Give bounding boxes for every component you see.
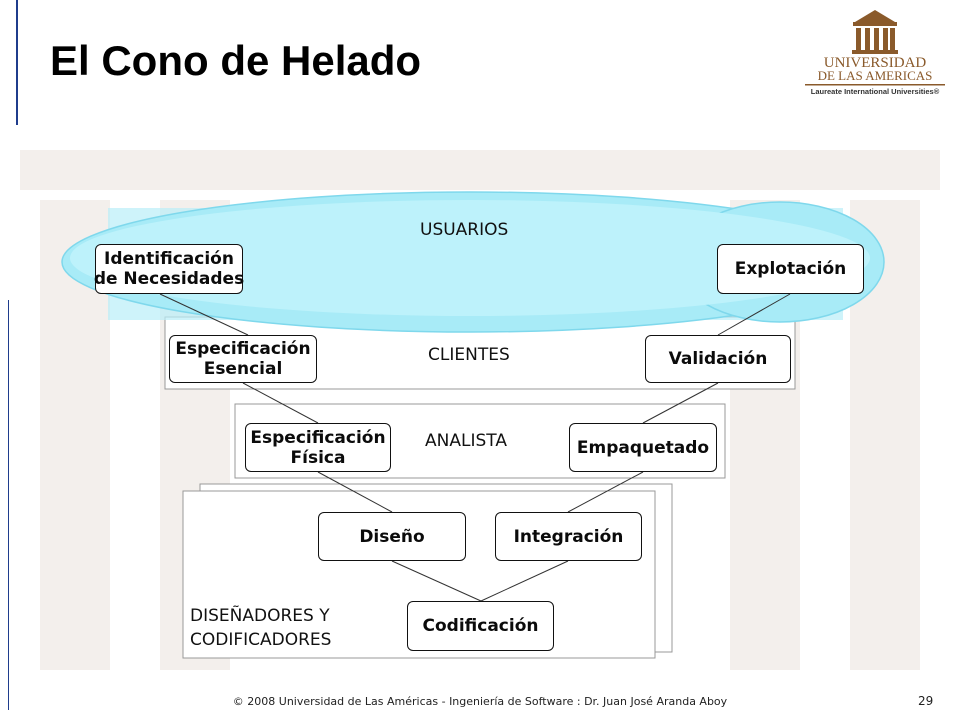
svg-text:Laureate International Univers: Laureate International Universities® — [811, 87, 940, 96]
node-esp-fisica-line1: Especificación — [250, 427, 386, 448]
connector-identificacion-esencial — [159, 293, 249, 336]
node-especificacion-fisica: Especificación Física — [245, 423, 391, 472]
connector-empaquetado-integracion — [567, 471, 644, 513]
node-integracion-label: Integración — [513, 526, 624, 547]
node-identificacion-necesidades: Identificación de Necesidades — [93, 244, 245, 294]
level-label-analista: ANALISTA — [425, 431, 507, 451]
connector-integracion-codificacion — [480, 560, 569, 602]
connector-fisica-diseno — [317, 471, 393, 513]
slide-footer: © 2008 Universidad de Las Américas - Ing… — [232, 695, 728, 708]
connector-explotacion-validacion — [717, 293, 791, 336]
connector-esencial-fisica — [242, 382, 319, 424]
node-esp-esencial-line2: Esencial — [203, 359, 283, 379]
level-label-disenadores: DISEÑADORES Y CODIFICADORES — [190, 604, 331, 652]
node-diseno-label: Diseño — [359, 526, 425, 547]
building-icon — [852, 10, 898, 54]
level-label-usuarios: USUARIOS — [420, 220, 509, 240]
node-empaquetado: Empaquetado — [569, 423, 717, 472]
node-validacion-label: Validación — [668, 349, 768, 369]
node-especificacion-esencial: Especificación Esencial — [169, 335, 317, 383]
left-accent-line — [16, 0, 18, 125]
level-label-disenadores-line2: CODIFICADORES — [190, 630, 332, 650]
node-integracion: Integración — [495, 512, 642, 561]
connector-validacion-empaquetado — [642, 382, 719, 424]
node-esp-esencial-line1: Especificación — [175, 339, 311, 359]
left-accent-line-lower — [8, 300, 9, 710]
node-diseno: Diseño — [318, 512, 466, 561]
node-identificacion-line2: de Necesidades — [93, 269, 245, 289]
svg-text:DE LAS AMERICAS: DE LAS AMERICAS — [818, 68, 933, 83]
connector-diseno-codificacion — [391, 560, 482, 602]
university-logo: UNIVERSIDAD DE LAS AMERICAS Laureate Int… — [805, 10, 945, 96]
node-codificacion: Codificación — [407, 601, 554, 651]
node-esp-fisica-line2: Física — [290, 447, 346, 468]
svg-text:UNIVERSIDAD: UNIVERSIDAD — [824, 55, 927, 71]
level-label-clientes: CLIENTES — [428, 345, 510, 365]
slide-title: El Cono de Helado — [50, 37, 422, 84]
node-empaquetado-label: Empaquetado — [576, 437, 710, 458]
node-identificacion-line1: Identificación — [104, 249, 234, 269]
level-label-disenadores-line1: DISEÑADORES Y — [190, 606, 330, 626]
node-validacion: Validación — [645, 335, 791, 383]
node-codificacion-label: Codificación — [422, 616, 539, 636]
node-explotacion-label: Explotación — [734, 259, 847, 279]
node-explotacion: Explotación — [717, 244, 864, 294]
page-number: 29 — [918, 694, 934, 708]
